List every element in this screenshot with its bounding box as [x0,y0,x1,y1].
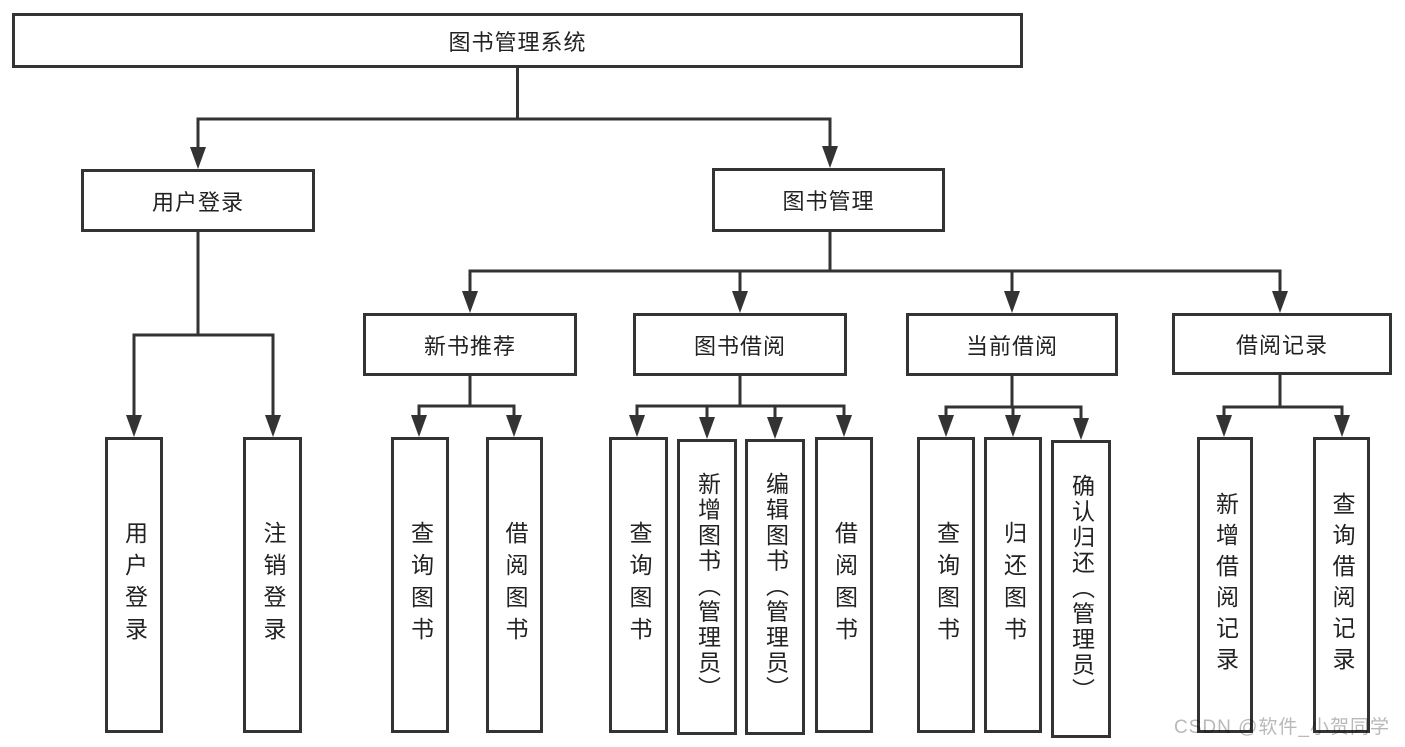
node-label: 注销登录 [260,521,286,649]
leaf-logout-login: 注销登录 [243,437,302,733]
node-library-management-system: 图书管理系统 [12,13,1023,68]
node-label: 查询图书 [626,521,652,649]
leaf-query-borrow-record: 查询借阅记录 [1313,437,1370,733]
node-label: 用户登录 [151,189,244,215]
arrowhead [126,415,142,437]
connector-new-book-rec-to-leaves [417,374,516,421]
connector-borrow-records-to-leaves [1222,373,1344,421]
arrowhead [629,415,645,437]
connector-current-borrow-to-leaves [944,373,1083,424]
arrowhead [1334,415,1350,437]
node-label: 查询图书 [407,521,434,649]
node-label: 图书管理 [782,189,875,214]
arrowhead [462,291,478,313]
leaf-query-books-recommend: 查询图书 [391,437,449,733]
arrowhead [1004,291,1020,313]
arrowhead [836,415,852,437]
leaf-confirm-return-admin: 确认归还（管理员） [1051,440,1111,738]
connector-root-to-level2 [196,66,832,152]
node-label: 用户登录 [121,521,148,649]
arrowhead [1073,418,1089,440]
leaf-user-login: 用户登录 [105,437,163,733]
connector-user-login-to-leaves [132,230,275,420]
node-label: 借阅图书 [502,521,528,649]
node-label: 查询图书 [933,521,960,649]
connector-lines [132,66,1344,424]
node-current-borrowing: 当前借阅 [906,313,1118,376]
arrowheads [126,146,1350,440]
arrowhead [411,415,427,437]
node-book-borrowing: 图书借阅 [633,313,847,376]
node-user-login: 用户登录 [81,169,315,232]
leaf-borrow-books-recommend: 借阅图书 [486,437,543,733]
arrowhead [938,415,954,437]
node-label: 查询借阅记录 [1329,492,1355,678]
node-label: 当前借阅 [965,333,1058,359]
arrowhead [265,415,281,437]
node-book-management: 图书管理 [712,168,945,232]
arrowhead [1272,291,1288,313]
arrowhead [190,147,206,169]
node-label: 图书管理系统 [448,29,587,55]
leaf-query-books-borrow: 查询图书 [609,437,668,733]
connector-book-mgmt-to-level3 [468,230,1282,296]
arrowhead [1216,415,1232,437]
node-label: 确认归还（管理员） [1068,474,1095,704]
arrowhead [699,417,715,439]
node-label: 新书推荐 [423,333,516,359]
arrowhead [506,415,522,437]
node-label: 编辑图书（管理员） [762,472,789,702]
node-label: 新增图书（管理员） [694,472,721,702]
leaf-add-books-admin: 新增图书（管理员） [677,439,737,735]
leaf-add-borrow-record: 新增借阅记录 [1197,437,1253,733]
node-borrowing-records: 借阅记录 [1172,313,1392,375]
watermark: CSDN @软件_小贺同学 [1174,717,1390,738]
node-label: 新增借阅记录 [1212,492,1239,678]
leaf-borrow-books-borrow: 借阅图书 [815,437,873,733]
node-label: 图书借阅 [693,333,786,359]
node-label: 借阅图书 [831,521,858,649]
arrowhead [767,417,783,439]
leaf-return-books: 归还图书 [984,437,1042,733]
leaf-edit-books-admin: 编辑图书（管理员） [745,439,805,735]
node-new-book-recommendation: 新书推荐 [363,313,577,376]
connector-book-borrow-to-leaves [635,374,846,423]
arrowhead [822,146,838,168]
node-label: 借阅记录 [1235,333,1328,358]
arrowhead [732,291,748,313]
node-label: 归还图书 [1000,521,1027,649]
arrowhead [1005,415,1021,437]
leaf-query-books-current: 查询图书 [917,437,975,733]
